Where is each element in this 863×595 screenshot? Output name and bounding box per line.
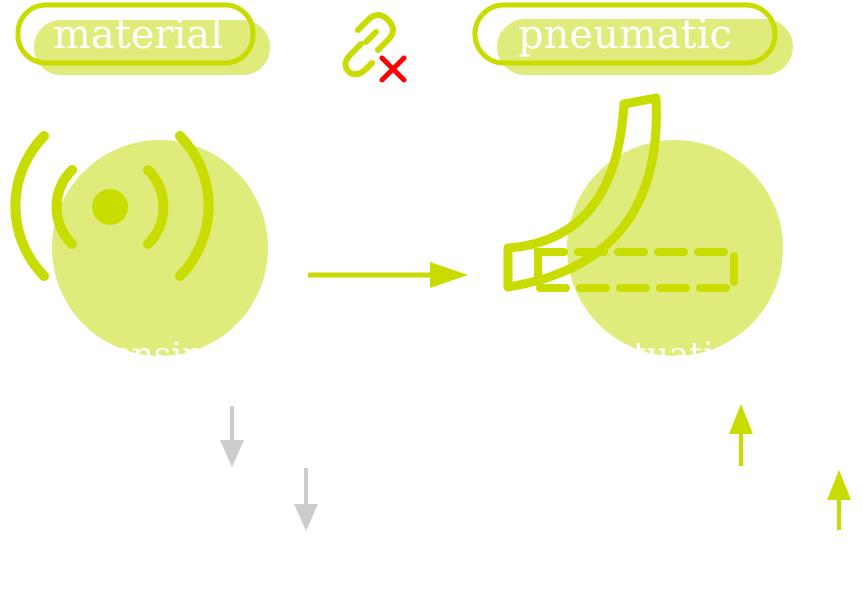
tag-material: material — [15, 2, 270, 75]
arrow-up-icon — [729, 404, 753, 466]
sensing-caption: sensing — [94, 335, 225, 375]
tag-pneumatic: pneumatic — [472, 2, 793, 75]
tag-material-outline — [15, 2, 256, 66]
actuation-caption: actuation — [594, 335, 756, 375]
tag-material-label: material — [53, 12, 223, 58]
sensing-node: sensing — [10, 131, 268, 375]
arrow-down-icon — [220, 406, 244, 467]
broken-link-icon — [342, 12, 407, 83]
signal-waves-icon — [10, 131, 214, 281]
arrow-right-icon — [308, 262, 468, 288]
tag-pneumatic-outline — [472, 2, 778, 66]
bending-actuator-icon — [503, 93, 738, 292]
arrow-up-icon — [827, 470, 851, 530]
arrow-down-icon — [294, 468, 318, 531]
tag-pneumatic-label: pneumatic — [518, 12, 732, 58]
actuation-node: actuation — [503, 93, 783, 375]
sensing-circle — [52, 140, 268, 356]
